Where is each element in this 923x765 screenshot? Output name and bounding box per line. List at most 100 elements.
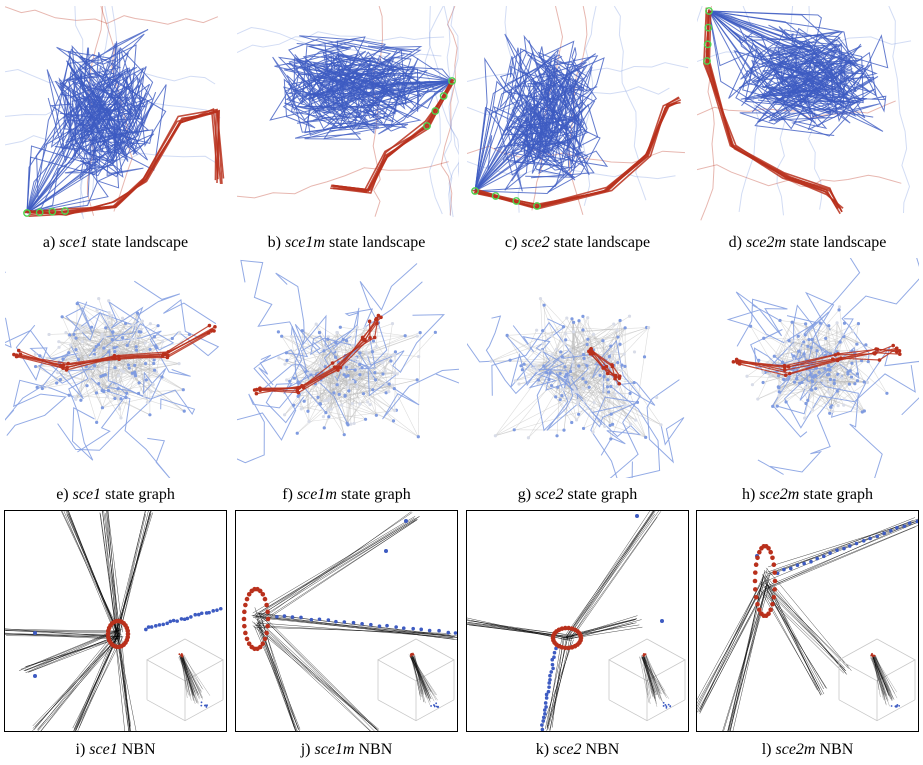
graph-node bbox=[811, 408, 814, 411]
graph-node bbox=[634, 418, 637, 421]
graph-node bbox=[364, 418, 367, 421]
nbn-blue-node bbox=[447, 631, 451, 635]
graph-node bbox=[618, 343, 621, 346]
graph-node bbox=[609, 344, 612, 347]
graph-node bbox=[611, 357, 614, 360]
graph-node bbox=[95, 345, 98, 348]
inset-blue-node bbox=[663, 705, 665, 707]
graph-node bbox=[559, 350, 562, 353]
nbn-blue-node bbox=[150, 625, 154, 629]
graph-node bbox=[152, 362, 155, 365]
graph-node bbox=[139, 330, 142, 333]
graph-node bbox=[633, 381, 636, 384]
graph-node bbox=[797, 350, 800, 353]
graph-node bbox=[393, 409, 396, 412]
nbn-blue-node bbox=[419, 628, 423, 632]
graph-node bbox=[802, 371, 805, 374]
red-node bbox=[606, 372, 610, 376]
graph-node bbox=[514, 379, 517, 382]
graph-node bbox=[393, 387, 396, 390]
red-node bbox=[166, 356, 170, 360]
graph-node bbox=[113, 350, 116, 353]
graph-node bbox=[106, 316, 109, 319]
red-node bbox=[839, 356, 843, 360]
graph-node bbox=[603, 403, 606, 406]
graph-node bbox=[68, 333, 71, 336]
graph-node bbox=[292, 404, 295, 407]
graph-node bbox=[381, 372, 384, 375]
graph-node bbox=[781, 361, 784, 364]
graph-node bbox=[326, 338, 329, 341]
nbn-red-node bbox=[768, 608, 773, 613]
nbn-blue-node bbox=[180, 617, 184, 621]
graph-node bbox=[90, 326, 93, 329]
nbn-ray bbox=[260, 512, 412, 616]
nbn-blue-node bbox=[782, 568, 786, 572]
graph-node bbox=[339, 326, 342, 329]
graph-node bbox=[555, 434, 558, 437]
red-node bbox=[374, 318, 378, 322]
graph-node bbox=[95, 308, 98, 311]
caption-c: c) sce2 state landscape bbox=[462, 233, 693, 253]
graph-node bbox=[569, 370, 572, 373]
graph-node bbox=[539, 297, 542, 300]
nbn-blue-node bbox=[796, 563, 800, 567]
graph-node bbox=[782, 378, 785, 381]
nbn-blue-node bbox=[394, 625, 398, 629]
graph-node bbox=[280, 335, 283, 338]
graph-node bbox=[318, 402, 321, 405]
graph-node bbox=[145, 378, 148, 381]
red-node bbox=[898, 349, 902, 353]
graph-node bbox=[569, 348, 572, 351]
graph-node bbox=[537, 378, 540, 381]
caption-i: i) sce1 NBN bbox=[0, 740, 231, 760]
graph-node bbox=[303, 400, 306, 403]
inset-ray bbox=[872, 657, 887, 693]
graph-node bbox=[324, 411, 327, 414]
nbn-blue-node bbox=[161, 623, 165, 627]
graph-node bbox=[148, 344, 151, 347]
nbn-blue-node bbox=[215, 608, 219, 612]
nbn-plot-sce1 bbox=[5, 511, 226, 731]
graph-node bbox=[757, 359, 760, 362]
graph-node bbox=[778, 390, 781, 393]
nbn-ray bbox=[565, 514, 654, 639]
graph-node bbox=[838, 374, 841, 377]
nbn-blue-node bbox=[404, 519, 408, 523]
nbn-red-node bbox=[243, 631, 248, 636]
nbn-red-node bbox=[753, 587, 758, 592]
graph-node bbox=[306, 372, 309, 375]
graph-node bbox=[350, 380, 353, 383]
nbn-red-node bbox=[265, 624, 270, 629]
red-node bbox=[331, 361, 335, 365]
nbn-red-node bbox=[766, 546, 771, 551]
nbn-plot-sce2 bbox=[467, 511, 688, 731]
nbn-blue-node bbox=[291, 615, 295, 619]
graph-node bbox=[603, 389, 606, 392]
graph-node bbox=[113, 379, 116, 382]
graph-node bbox=[131, 323, 134, 326]
graph-node bbox=[46, 385, 49, 388]
nbn-blue-node bbox=[33, 631, 37, 635]
nbn-ray bbox=[766, 568, 851, 671]
nbn-ray bbox=[255, 613, 298, 730]
graph-node bbox=[542, 342, 545, 345]
graph-node bbox=[560, 394, 563, 397]
nbn-ray bbox=[121, 636, 129, 731]
graph-node bbox=[620, 364, 623, 367]
nbn-ray bbox=[767, 589, 819, 689]
graph-node bbox=[136, 312, 139, 315]
graph-node bbox=[110, 314, 113, 317]
graph-node bbox=[839, 385, 842, 388]
panel-k-nbn bbox=[466, 510, 689, 732]
nbn-ray bbox=[765, 593, 846, 671]
graph-node bbox=[72, 333, 75, 336]
graph-node bbox=[613, 349, 616, 352]
graph-node bbox=[624, 326, 627, 329]
graph-node bbox=[417, 355, 420, 358]
graph-node bbox=[61, 315, 64, 318]
nbn-ray bbox=[767, 577, 821, 695]
graph-node bbox=[584, 349, 587, 352]
graph-node bbox=[340, 404, 343, 407]
graph-node bbox=[327, 408, 330, 411]
